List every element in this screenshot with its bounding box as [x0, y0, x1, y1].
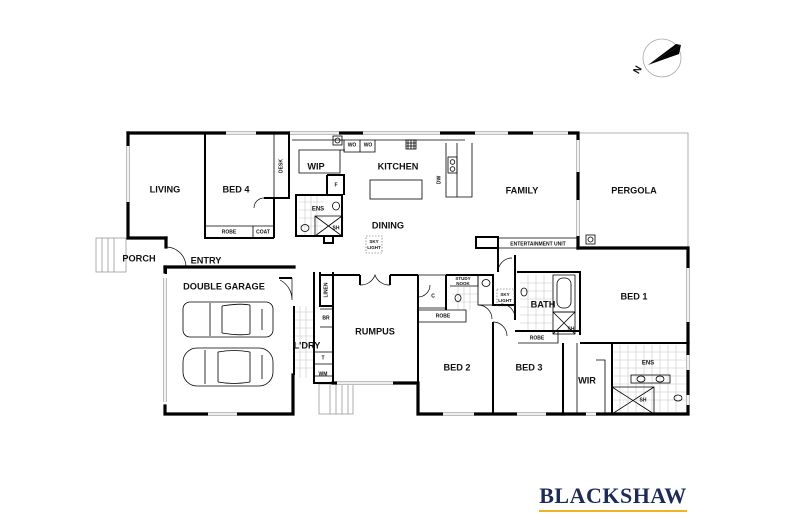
room-label-sh-bath: SH [568, 326, 575, 332]
room-label-entertainment-unit: ENTERTAINMENT UNIT [510, 241, 565, 247]
room-label-wip: WIP [307, 161, 324, 171]
room-labels: LIVING BED 4 DESK WIP WO WO KITCHEN F DW… [122, 142, 657, 403]
rear-steps [318, 383, 354, 415]
room-label-robe-bed3: ROBE [530, 335, 545, 341]
pergola-outline [578, 132, 689, 248]
interior-walls [165, 133, 688, 415]
porch-steps [95, 237, 127, 273]
exterior-walls [126, 131, 690, 416]
room-label-entry: ENTRY [191, 255, 222, 265]
tile-pattern [294, 196, 686, 412]
windows [126, 131, 690, 416]
compass-label: N [632, 64, 645, 76]
room-label-dw: DW [436, 176, 442, 185]
room-label-ens-master: ENS [642, 361, 654, 367]
room-label-robe-bed2: ROBE [436, 313, 451, 319]
room-label-rumpus: RUMPUS [355, 326, 395, 336]
room-label-linen: LINEN [323, 282, 329, 297]
room-label-tub: T [321, 355, 324, 361]
brand-underline [539, 510, 687, 512]
room-label-fridge: F [334, 182, 337, 188]
room-label-skylight-2b: LIGHT [498, 298, 512, 303]
brand-name: BLACKSHAW [539, 483, 687, 508]
room-label-sh-master: SH [640, 397, 647, 403]
room-label-c: C [431, 293, 435, 299]
brand-logo: BLACKSHAW [538, 484, 688, 512]
room-label-kitchen: KITCHEN [378, 161, 419, 171]
room-label-sh-front: SH [333, 225, 340, 231]
room-label-pergola: PERGOLA [611, 185, 657, 195]
room-label-bed3: BED 3 [515, 362, 542, 372]
car-icon [182, 347, 274, 387]
room-label-bed2: BED 2 [443, 362, 470, 372]
room-label-robe-bed4: ROBE [222, 229, 237, 235]
room-label-skylight-2a: SKY [500, 292, 509, 297]
room-label-skylight-1a: SKY [369, 239, 378, 244]
room-label-dining: DINING [372, 220, 404, 230]
room-label-family: FAMILY [506, 185, 539, 195]
fixtures [300, 135, 683, 402]
room-label-bath: BATH [531, 299, 556, 309]
door-swings [165, 197, 516, 337]
room-label-wir: WIR [578, 375, 596, 385]
room-label-wm: WM [319, 371, 328, 377]
room-label-wo-2: WO [364, 142, 373, 148]
room-label-study-a: STUDY [455, 276, 470, 281]
room-label-coat: COAT [256, 229, 270, 235]
room-label-study-b: NOOK [456, 281, 470, 286]
room-label-bed1: BED 1 [620, 291, 647, 301]
room-label-porch: PORCH [122, 253, 156, 263]
room-label-desk: DESK [278, 159, 284, 173]
room-label-ens-front: ENS [312, 207, 324, 213]
room-label-skylight-1b: LIGHT [367, 245, 381, 250]
compass-north-arrow-icon: N [632, 38, 682, 78]
room-label-laundry: L'DRY [294, 340, 321, 350]
room-label-double-garage: DOUBLE GARAGE [183, 281, 265, 291]
car-icon [182, 301, 274, 338]
room-label-bed4: BED 4 [222, 184, 250, 194]
room-label-wo-1: WO [348, 142, 357, 148]
room-label-br: BR [322, 315, 330, 321]
room-label-living: LIVING [150, 184, 181, 194]
